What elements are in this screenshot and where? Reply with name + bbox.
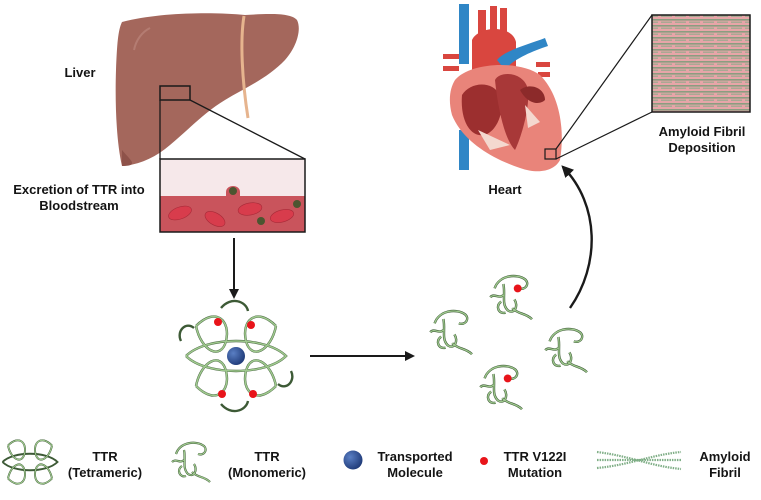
heart-zoom-box xyxy=(544,148,557,160)
heart-illustration xyxy=(443,4,653,172)
transported-molecule xyxy=(227,347,245,365)
mutation-sites xyxy=(214,318,257,398)
legend-label-monomeric: TTR(Monomeric) xyxy=(228,449,306,480)
liver-zoom-box xyxy=(159,85,191,101)
red-blood-cells xyxy=(168,202,294,227)
ttr-monomer-glyph xyxy=(171,441,211,483)
ttr-monomer xyxy=(429,309,473,356)
heart-label: Heart xyxy=(488,182,522,197)
liver-illustration xyxy=(115,13,306,166)
mutation-site xyxy=(503,374,512,383)
ttr-monomer xyxy=(489,274,533,321)
arrow-to-heart xyxy=(561,165,593,309)
ttr-monomer xyxy=(479,364,523,411)
ttr-tetramer-icon xyxy=(1,439,59,485)
bloodstream-inset xyxy=(159,158,306,233)
mutation-dot-icon xyxy=(480,457,488,465)
ttr-monomers xyxy=(429,274,588,411)
transported-molecule-icon xyxy=(343,450,363,470)
liver-label: Liver xyxy=(64,65,96,80)
amyloid-fibril-icon xyxy=(596,450,682,471)
ttr-particles xyxy=(229,187,301,225)
mutation-site xyxy=(513,284,522,293)
ttr-monomer xyxy=(544,327,588,374)
amyloid-deposition-inset xyxy=(651,14,751,113)
ttr-tetramer xyxy=(178,299,294,413)
ttr-monomer-icon xyxy=(171,441,211,483)
legend-label-tetrameric: TTR(Tetrameric) xyxy=(67,449,143,480)
legend-icons xyxy=(1,439,682,485)
